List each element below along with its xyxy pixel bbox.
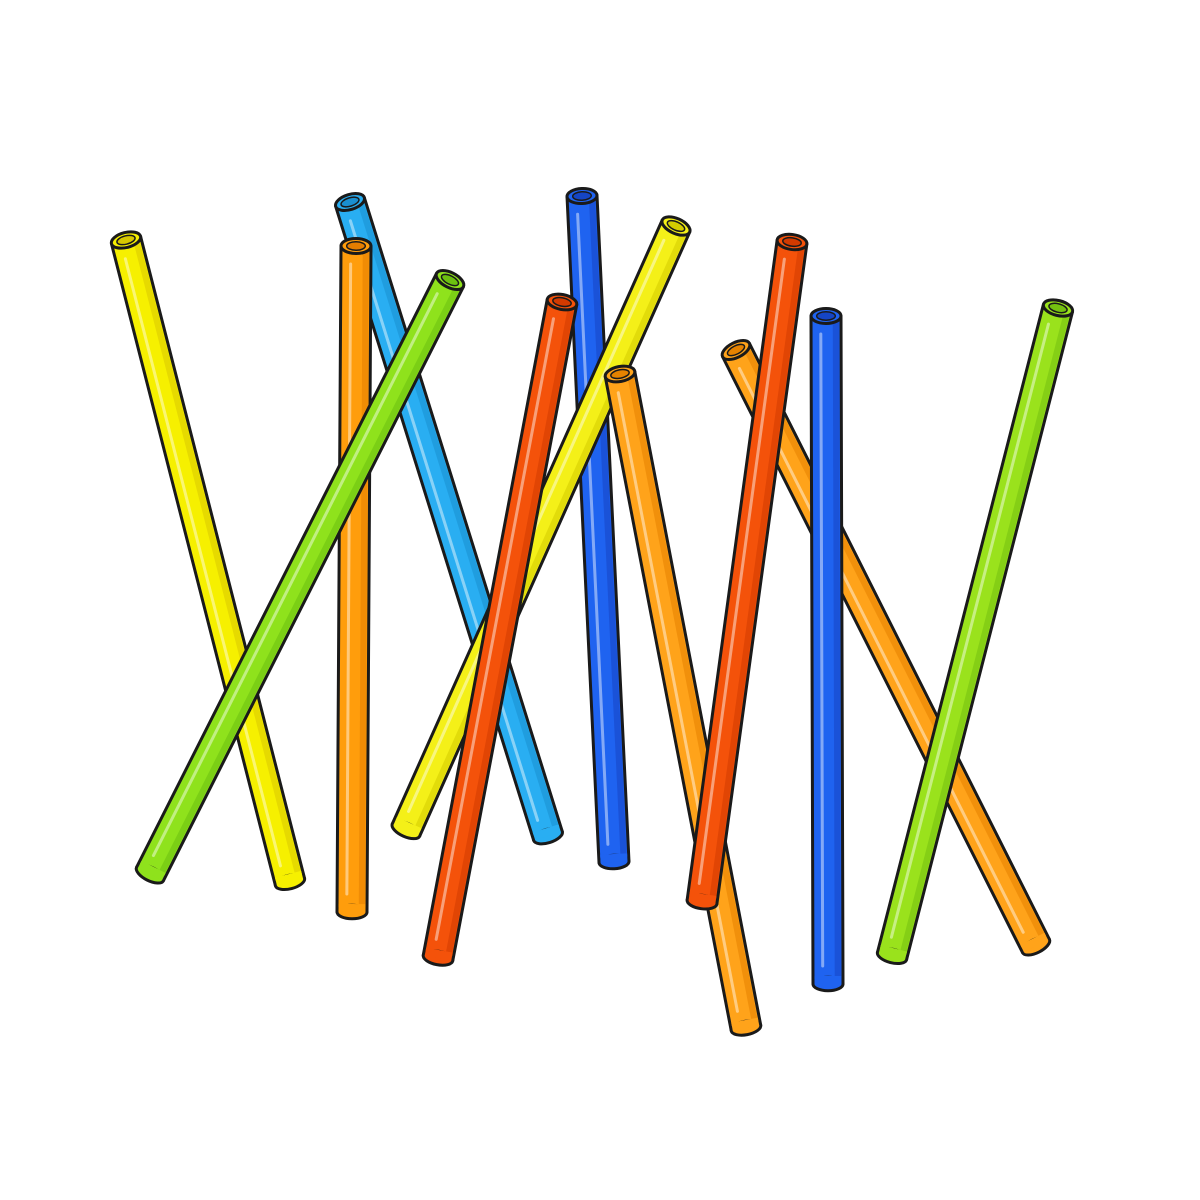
straw-top-hole	[726, 343, 746, 357]
straw-orange-left	[335, 236, 373, 921]
straw-top-hole	[440, 273, 460, 287]
straw-highlight	[123, 257, 282, 868]
straw-green-right	[875, 298, 1075, 966]
straw-shade	[832, 315, 841, 984]
straw-green-left	[134, 268, 466, 885]
straw-cap-join	[532, 824, 561, 841]
straw-cap-join	[814, 975, 842, 985]
straw-highlight	[737, 366, 1025, 934]
straw-highlight	[434, 317, 555, 941]
straw-highlight	[348, 219, 540, 822]
straw-shade	[898, 309, 1071, 960]
straw-highlight	[889, 322, 1050, 939]
straw-highlight	[576, 212, 610, 846]
straw-highlight	[345, 262, 353, 896]
straw-cap-join	[274, 870, 304, 886]
straw-cap-join	[393, 817, 422, 836]
straw-top-hole	[340, 196, 360, 208]
straw-shade	[626, 371, 759, 1027]
straw-shade	[444, 303, 575, 961]
straw-top-hole	[815, 311, 837, 321]
straw-cap-join	[600, 853, 628, 863]
straw-highlight	[151, 292, 439, 858]
straw-shade	[132, 236, 303, 881]
straw-top-hole	[116, 234, 136, 246]
straw-shade	[708, 242, 805, 904]
straw-red-right	[685, 232, 809, 911]
straw-highlight	[697, 257, 786, 885]
straw-top-hole	[345, 241, 367, 251]
straw-highlight	[819, 332, 825, 968]
straw-blue-right	[809, 306, 845, 993]
straw-cap-join	[137, 860, 166, 881]
straw-cap-join	[731, 1017, 760, 1031]
straw-cap-join	[688, 892, 717, 904]
straw-red-center	[421, 292, 579, 967]
straw-cap-join	[424, 947, 453, 961]
straw-top-hole	[782, 236, 802, 248]
straw-shade	[742, 344, 1048, 943]
straw-cap-join	[1020, 932, 1049, 953]
straw-cap-join	[338, 903, 366, 913]
straw-top-hole	[666, 219, 686, 233]
straw-top-hole	[610, 368, 630, 380]
straw-cap-join	[878, 944, 908, 960]
straw-top-hole	[552, 296, 572, 308]
straw-top-hole	[571, 191, 593, 201]
straw-top-hole	[1048, 302, 1068, 314]
straw-yellow-left	[109, 230, 307, 892]
straw-blue-center	[565, 186, 631, 871]
straw-highlight	[616, 391, 739, 1013]
straw-shade	[156, 283, 462, 880]
